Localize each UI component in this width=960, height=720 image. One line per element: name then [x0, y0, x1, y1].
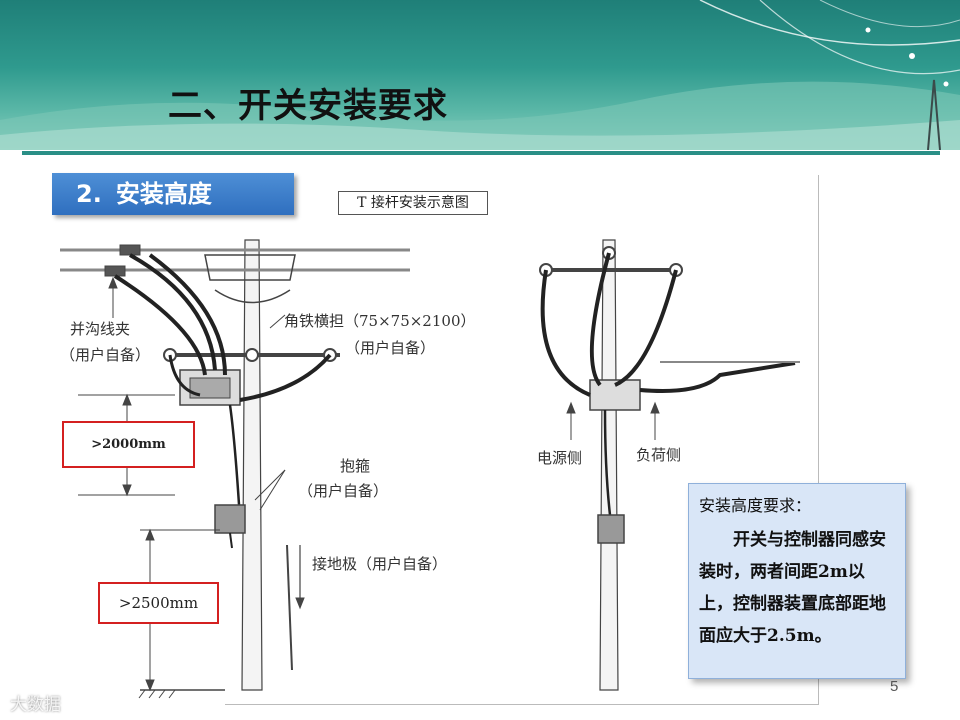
label-ground-rod: 接地极（用户自备） — [312, 555, 448, 573]
watermark: 大数据 — [10, 695, 61, 715]
label-source-side: 电源侧 — [537, 449, 583, 467]
frame-border-right — [818, 175, 819, 705]
section-title: 安装高度 — [115, 180, 212, 208]
header-decoration — [0, 0, 960, 150]
label-clamp: 并沟线夹 — [70, 320, 131, 338]
label-crossarm: 角铁横担（75×75×2100） — [284, 312, 476, 330]
requirement-note: 安装高度要求： 开关与控制器同感安装时，两者间距2m以上，控制器装置底部距地面应… — [688, 483, 906, 679]
dimension-upper: >2000mm — [62, 421, 195, 468]
page-number: 5 — [890, 678, 899, 695]
dimension-lower: >2500mm — [98, 582, 219, 624]
label-load-side: 负荷侧 — [636, 446, 682, 464]
header-divider — [22, 151, 940, 155]
label-hoop-note: （用户自备） — [298, 482, 389, 500]
label-clamp-note: （用户自备） — [60, 346, 151, 364]
note-title: 安装高度要求： — [699, 496, 812, 515]
page-title: 二、开关安装要求 — [168, 86, 448, 126]
left-pole — [60, 239, 410, 699]
right-pole — [539, 239, 800, 691]
section-badge: 2. 安装高度 — [52, 173, 294, 215]
note-body: 开关与控制器同感安装时，两者间距2m以上，控制器装置底部距地面应大于2.5m。 — [699, 530, 886, 646]
label-hoop: 抱箍 — [340, 457, 371, 475]
label-crossarm-note: （用户自备） — [345, 339, 436, 357]
section-number: 2. — [76, 180, 102, 208]
frame-border-bottom — [225, 704, 819, 705]
diagram-title: T 接杆安装示意图 — [338, 191, 488, 215]
header-banner — [0, 0, 960, 150]
